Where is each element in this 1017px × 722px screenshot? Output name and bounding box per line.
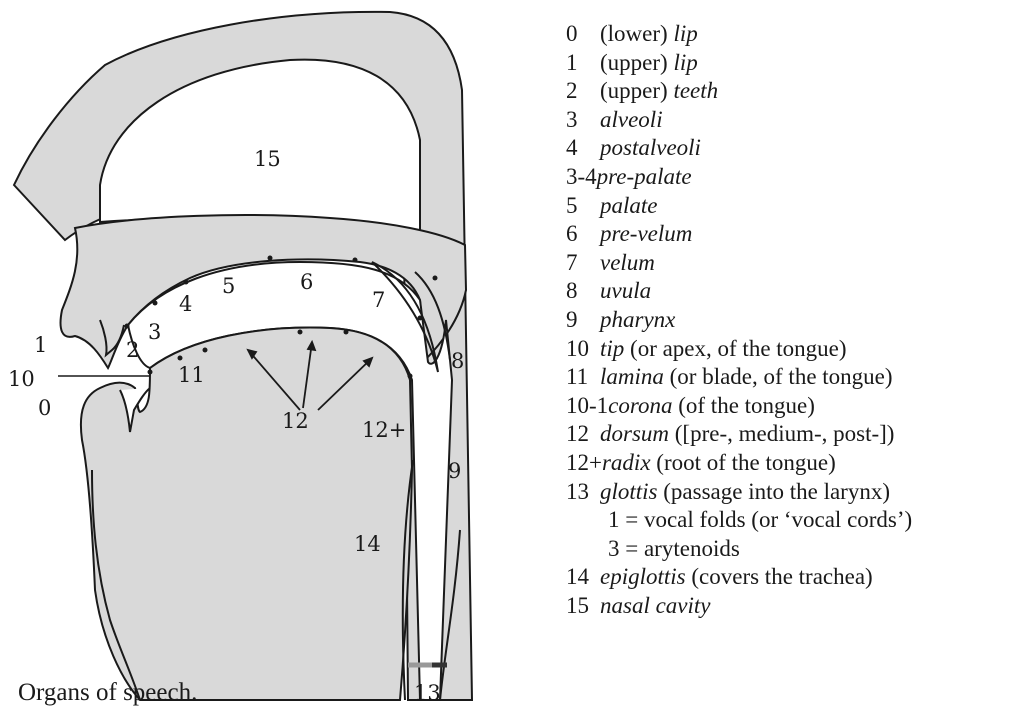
legend-description: ([pre-, medium-, post-]) [669,421,894,446]
legend-term: lamina [600,364,664,389]
label-8: 8 [451,349,464,373]
organs-of-speech-diagram: 15 5 6 7 4 3 2 1 8 10 11 0 12 12+ 9 14 1… [0,0,520,722]
legend-term: glottis [600,479,658,504]
legend-number: 2 [566,77,600,106]
legend-term: nasal cavity [600,593,711,618]
legend-term: radix [602,450,651,475]
legend-description: 1 = vocal folds (or ‘vocal cords’) [608,507,912,532]
legend-number: 1 [566,49,600,78]
legend-term: pre-velum [600,221,692,246]
legend-prefix: (upper) [600,78,673,103]
legend-description: (covers the trachea) [686,564,873,589]
legend-item: 12+radix (root of the tongue) [566,449,1017,478]
legend-description: (or blade, of the tongue) [664,364,893,389]
label-5: 5 [222,274,235,298]
legend-description: (passage into the larynx) [658,479,890,504]
legend-number: 6 [566,220,600,249]
legend-number: 3-4 [566,163,597,192]
legend-number: 0 [566,20,600,49]
legend-item: 1 = vocal folds (or ‘vocal cords’) [566,506,1017,535]
legend-number: 12 [566,420,600,449]
legend-number: 9 [566,306,600,335]
legend-number: 11 [566,363,600,392]
legend-term: dorsum [600,421,669,446]
legend-term: epiglottis [600,564,686,589]
legend-term: velum [600,250,655,275]
legend-number: 4 [566,134,600,163]
label-15: 15 [254,147,281,171]
legend-number: 14 [566,563,600,592]
legend-list: 0(lower) lip1(upper) lip2(upper) teeth3a… [566,20,1017,620]
legend-term: alveoli [600,107,663,132]
legend-term: lip [673,50,697,75]
legend-number: 8 [566,277,600,306]
legend-description: (of the tongue) [672,393,814,418]
legend-prefix: (lower) [600,21,673,46]
legend-description: 3 = arytenoids [608,536,740,561]
legend-term: teeth [673,78,718,103]
legend-number: 10-1 [566,392,608,421]
legend-number: 13 [566,478,600,507]
legend-number: 12+ [566,449,602,478]
legend-item: 3-4pre-palate [566,163,1017,192]
figure-caption: Organs of speech. [18,679,197,706]
legend-term: tip [600,336,624,361]
legend-term: lip [673,21,697,46]
legend-number: 10 [566,335,600,364]
legend-number: 15 [566,592,600,621]
label-4: 4 [179,292,192,316]
label-1: 1 [34,333,47,357]
label-10: 10 [8,367,35,391]
legend-item: 10-1corona (of the tongue) [566,392,1017,421]
label-2: 2 [126,338,139,362]
legend-term: corona [608,393,672,418]
label-12plus: 12+ [362,418,406,442]
label-14: 14 [354,532,381,556]
legend-term: postalveoli [600,135,701,160]
legend-item: 2(upper) teeth [566,77,1017,106]
label-6: 6 [300,270,313,294]
legend-description: (root of the tongue) [651,450,836,475]
label-12: 12 [282,409,309,433]
legend-number: 7 [566,249,600,278]
legend-prefix: (upper) [600,50,673,75]
label-9: 9 [448,459,461,483]
legend-item: 3 = arytenoids [566,535,1017,564]
legend-term: pre-palate [597,164,692,189]
label-3: 3 [148,320,161,344]
tongue [81,328,412,700]
legend-number: 5 [566,192,600,221]
label-13: 13 [414,681,441,705]
legend-term: pharynx [600,307,675,332]
legend-number: 3 [566,106,600,135]
label-11: 11 [178,363,205,387]
legend-item: 0(lower) lip [566,20,1017,49]
legend-description: (or apex, of the tongue) [624,336,846,361]
legend-term: palate [600,193,658,218]
label-7: 7 [372,288,385,312]
legend-item: 1(upper) lip [566,49,1017,78]
label-0: 0 [38,396,51,420]
legend-term: uvula [600,278,651,303]
